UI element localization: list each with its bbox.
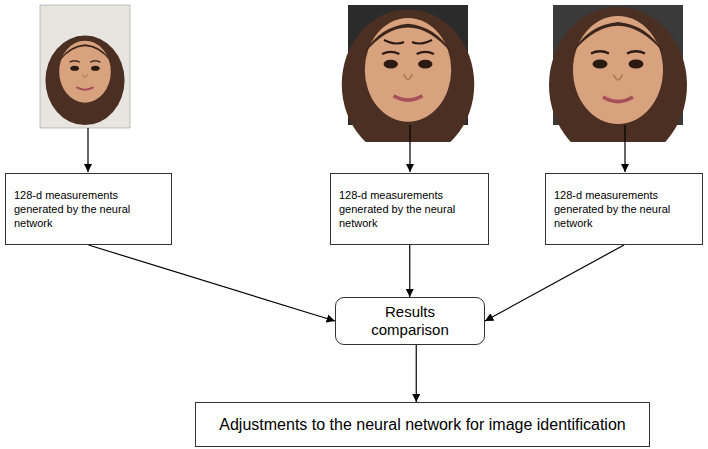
photo-middle <box>342 5 474 159</box>
measurement-box: 128-d measurements generated by the neur… <box>545 173 703 245</box>
photo-right <box>549 5 687 163</box>
box-label: Results comparison <box>360 303 460 339</box>
box-text: 128-d measurements generated by the neur… <box>14 188 163 231</box>
measurement-box: 128-d measurements generated by the neur… <box>330 173 489 245</box>
connector-arrow <box>485 245 624 321</box>
box-label: 128-d measurements generated by the neur… <box>339 188 480 231</box>
connector-arrow <box>409 245 410 297</box>
box-text: 128-d measurements generated by the neur… <box>339 188 480 231</box>
box-text: 128-d measurements generated by the neur… <box>554 188 694 231</box>
box-label: Adjustments to the neural network for im… <box>219 415 625 434</box>
connector-arrow <box>416 345 417 402</box>
connector-arrow <box>89 245 336 321</box>
box-label: 128-d measurements generated by the neur… <box>554 188 694 231</box>
comparison-box: Results comparison <box>335 297 485 345</box>
box-text: Results comparison <box>360 303 460 339</box>
box-text: Adjustments to the neural network for im… <box>219 415 625 434</box>
photo-left <box>40 5 130 128</box>
measurement-box: 128-d measurements generated by the neur… <box>5 173 172 245</box>
result-box: Adjustments to the neural network for im… <box>195 402 650 447</box>
photo-arrows <box>88 125 625 172</box>
box-label: 128-d measurements generated by the neur… <box>14 188 163 231</box>
